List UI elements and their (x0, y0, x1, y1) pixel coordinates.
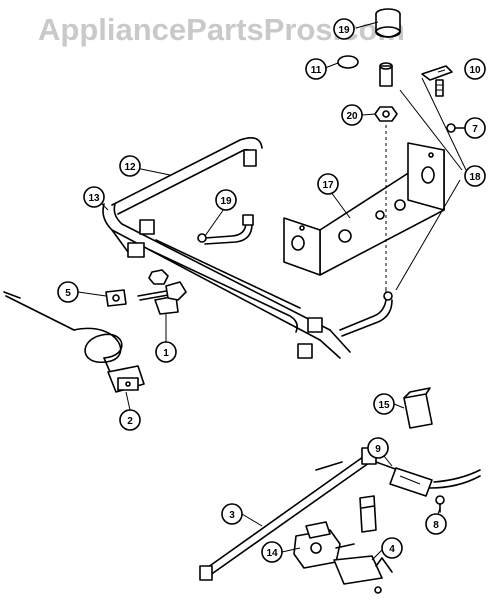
callout-8: 7 (464, 117, 486, 139)
callout-15: 15 (373, 393, 395, 415)
callout-10: 10 (464, 58, 486, 80)
svg-text:2: 2 (127, 416, 133, 427)
o-ring-part (337, 55, 359, 69)
callout-4: 4 (381, 537, 403, 559)
callout-16: 17 (317, 173, 339, 195)
callout-7: 8 (425, 513, 447, 535)
svg-text:13: 13 (88, 193, 100, 204)
callout-17: 18 (464, 165, 486, 187)
svg-text:18: 18 (469, 172, 481, 183)
clip-part-5 (105, 289, 127, 307)
callout-1: 1 (155, 341, 177, 363)
callout-3: 3 (221, 503, 243, 525)
svg-text:12: 12 (124, 162, 136, 173)
callout-9: 9 (367, 437, 389, 459)
igniter-part-9 (375, 461, 481, 497)
bracket-part-4 (333, 555, 393, 594)
callout-13: 13 (83, 186, 105, 208)
svg-text:20: 20 (346, 111, 358, 122)
svg-text:19: 19 (338, 25, 350, 36)
bracket-part-10 (421, 65, 453, 97)
manifold-pipe-13 (102, 203, 351, 359)
callout-14: 14 (261, 541, 283, 563)
callout-2: 2 (119, 409, 141, 431)
svg-text:9: 9 (375, 444, 381, 455)
pilot-tube-17 (339, 291, 393, 337)
svg-text:10: 10 (469, 65, 481, 76)
svg-text:5: 5 (65, 288, 71, 299)
switch-part-15 (403, 387, 433, 429)
screw-part-7 (435, 495, 445, 513)
callout-18: 19 (215, 189, 237, 211)
callout-11: 11 (305, 58, 327, 80)
manifold-pipe-12 (111, 137, 263, 215)
nut-on-manifold (148, 269, 169, 285)
callout-19: 19 (333, 18, 355, 40)
pilot-tube-18 (197, 214, 254, 245)
svg-text:3: 3 (229, 510, 235, 521)
svg-text:8: 8 (433, 520, 439, 531)
svg-text:4: 4 (389, 544, 395, 555)
svg-text:7: 7 (472, 124, 478, 135)
nut-part-20 (374, 106, 398, 122)
gas-valve-1 (137, 281, 187, 315)
thermostat-capillary-2 (3, 291, 145, 393)
callout-12: 12 (119, 155, 141, 177)
callout-20: 20 (341, 104, 363, 126)
svg-text:11: 11 (311, 65, 322, 76)
thermostat-knob (375, 8, 401, 87)
svg-text:1: 1 (163, 348, 169, 359)
svg-text:19: 19 (220, 196, 232, 207)
safety-valve-14 (293, 521, 355, 569)
svg-text:15: 15 (378, 400, 390, 411)
mounting-bracket-16 (283, 142, 445, 276)
svg-text:17: 17 (322, 180, 334, 191)
callout-5: 5 (57, 281, 79, 303)
main-burner-tube (149, 239, 301, 333)
svg-text:14: 14 (266, 548, 278, 559)
